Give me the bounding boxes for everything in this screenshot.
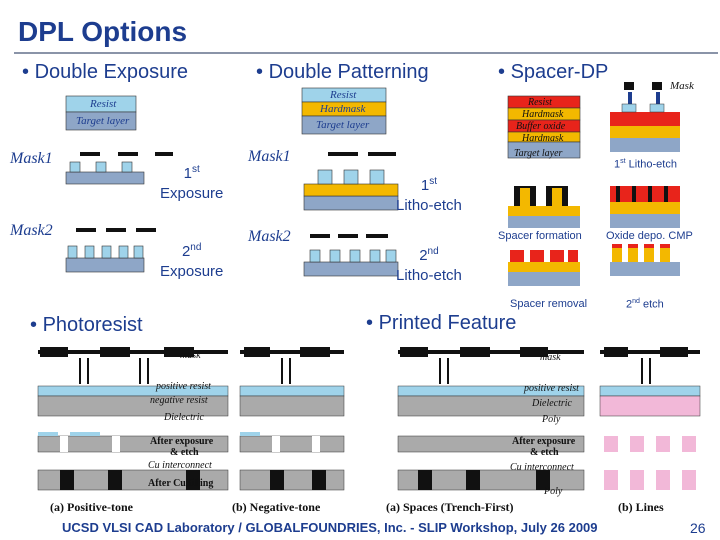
pr-cu-filling-label: After Cu filling bbox=[148, 478, 214, 489]
bullet-spacer-dp: • Spacer-DP bbox=[498, 61, 609, 83]
second-etch-label: 2nd etch bbox=[626, 298, 664, 311]
bullet-double-exposure: • Double Exposure bbox=[22, 61, 188, 83]
spacer-formation bbox=[508, 186, 580, 228]
spacer-resist-label: Resist bbox=[528, 97, 552, 108]
page-number: 26 bbox=[690, 520, 706, 536]
dp-mask2-label: Mask2 bbox=[248, 228, 291, 245]
spacer-target-label: Target layer bbox=[514, 148, 563, 159]
dp-step1-profile bbox=[303, 169, 399, 211]
second-etch bbox=[610, 244, 680, 276]
pf-after-exposure-label: After exposure bbox=[512, 436, 576, 447]
oxide-depo bbox=[610, 186, 680, 228]
spacer-formation-label: Spacer formation bbox=[498, 230, 582, 242]
spacer-mask-label: Mask bbox=[670, 80, 694, 92]
spacer-litho-label: 1st Litho-etch bbox=[614, 158, 677, 171]
pr-mask-label: mask bbox=[180, 350, 201, 361]
spacer-removal bbox=[508, 250, 580, 286]
pf-caption-b: (b) Lines bbox=[618, 500, 664, 514]
pr-caption-a: (a) Positive-tone bbox=[50, 500, 133, 514]
pr-dielectric-label: Dielectric bbox=[164, 412, 204, 423]
dp-resist-label: Resist bbox=[330, 89, 357, 101]
bullet-double-patterning: • Double Patterning bbox=[256, 61, 429, 83]
spacer-oxide-label: Buffer oxide bbox=[516, 121, 566, 132]
pr-and-etch-label: & etch bbox=[170, 447, 199, 458]
de-mask2-label: Mask2 bbox=[10, 222, 53, 239]
dp-target-label: Target layer bbox=[316, 119, 370, 131]
pf-dielectric-label: Dielectric bbox=[532, 398, 572, 409]
double-exposure-stack bbox=[65, 95, 137, 131]
bullet-photoresist: • Photoresist bbox=[30, 314, 143, 336]
spacer-mask bbox=[624, 82, 662, 104]
double-patterning-stack bbox=[301, 87, 387, 135]
de-mask1-label: Mask1 bbox=[10, 150, 53, 167]
pr-positive-label: positive resist bbox=[156, 381, 211, 392]
pf-poly2-label: Poly bbox=[544, 486, 563, 497]
de-target-label: Target layer bbox=[76, 115, 130, 127]
dp-hardmask-label: Hardmask bbox=[320, 103, 366, 115]
pf-poly-label: Poly bbox=[542, 414, 561, 425]
pr-cu-label: Cu interconnect bbox=[148, 460, 212, 471]
pf-cu-label: Cu interconnect bbox=[510, 462, 574, 473]
spacer-removal-label: Spacer removal bbox=[510, 298, 588, 310]
footer: UCSD VLSI CAD Laboratory / GLOBALFOUNDRI… bbox=[62, 520, 598, 535]
oxide-depo-label: Oxide depo. CMP bbox=[606, 230, 693, 242]
mask2-bars-dp bbox=[310, 234, 388, 238]
spacer-hardmask2-label: Hardmask bbox=[522, 133, 564, 144]
pf-and-etch-label: & etch bbox=[530, 447, 559, 458]
de-resist-label: Resist bbox=[90, 98, 117, 110]
mask2-bars-de bbox=[76, 228, 156, 232]
de-step2-profile bbox=[65, 245, 145, 273]
dp-step2-profile bbox=[303, 249, 399, 277]
pr-caption-b: (b) Negative-tone bbox=[232, 500, 321, 514]
spacer-hardmask1-label: Hardmask bbox=[522, 109, 564, 120]
pf-caption-a: (a) Spaces (Trench-First) bbox=[386, 500, 514, 514]
page-title: DPL Options bbox=[18, 16, 188, 47]
pf-mask-label: mask bbox=[540, 352, 561, 363]
pr-after-exposure-label: After exposure bbox=[150, 436, 214, 447]
mask1-bars-dp bbox=[328, 152, 396, 156]
printed-feature-diagram bbox=[397, 347, 701, 491]
spacer-stack bbox=[507, 95, 581, 159]
spacer-litho-stack bbox=[610, 103, 680, 152]
title-divider bbox=[14, 52, 718, 54]
de-step1-profile bbox=[65, 161, 145, 185]
mask1-bars-de bbox=[80, 152, 173, 156]
dp-mask1-label: Mask1 bbox=[248, 148, 291, 165]
pr-negative-label: negative resist bbox=[150, 395, 208, 406]
photoresist-diagram bbox=[37, 347, 345, 491]
pf-positive-label: positive resist bbox=[524, 383, 579, 394]
bullet-printed-feature: • Printed Feature bbox=[366, 312, 517, 334]
